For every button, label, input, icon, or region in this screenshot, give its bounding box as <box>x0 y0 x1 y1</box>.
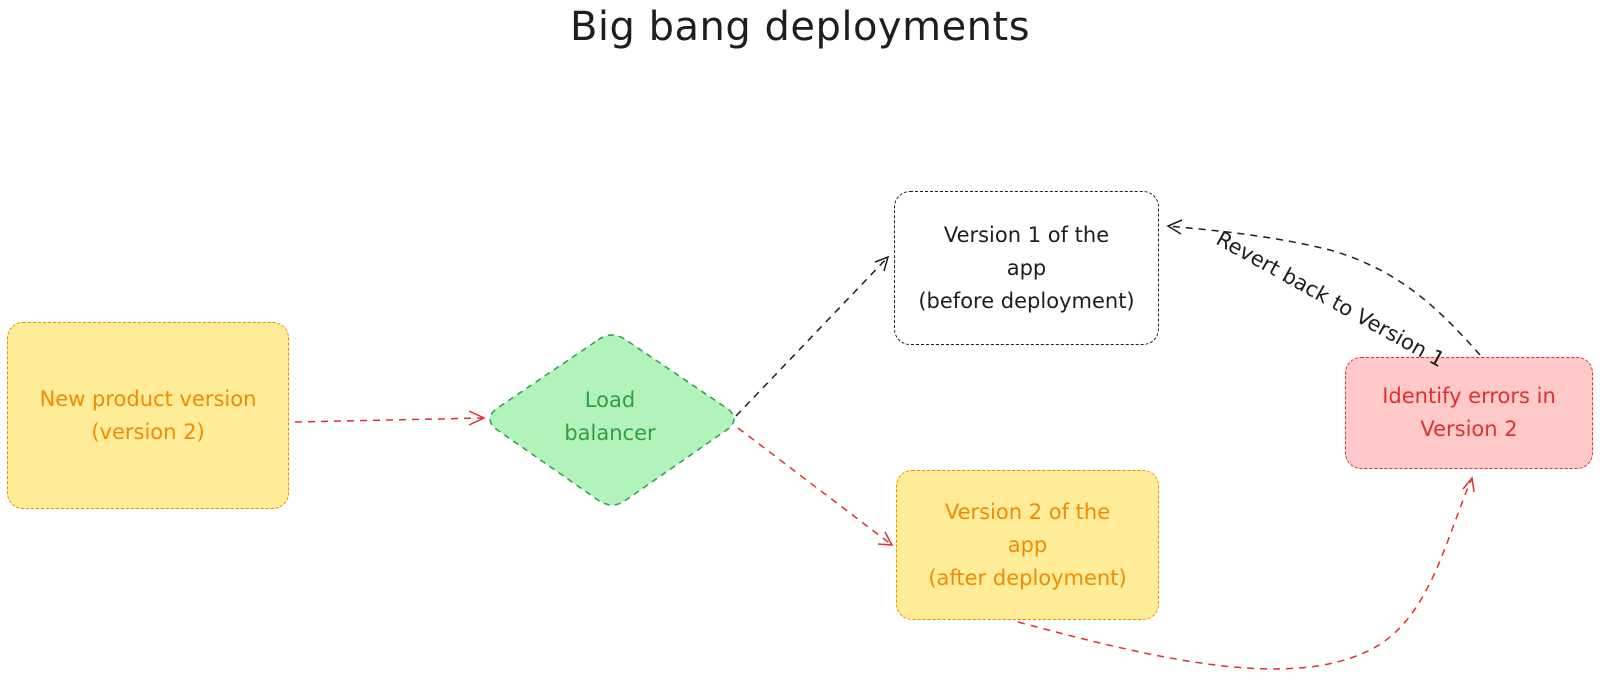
arrow-revert <box>1167 225 1481 356</box>
arrowhead-new-to-lb <box>468 410 486 426</box>
arrow-v2-to-errors <box>1017 477 1473 670</box>
diagram-title: Big bang deployments <box>569 4 1031 50</box>
arrow-lb-to-v1 <box>735 256 889 417</box>
version-2-node[interactable]: Version 2 of the app (after deployment) <box>896 470 1159 620</box>
new-product-version-node[interactable]: New product version (version 2) <box>7 322 289 509</box>
load-balancer-label: Load balancer <box>564 388 656 445</box>
arrowhead-lb-to-v1 <box>874 255 890 272</box>
identify-errors-node[interactable]: Identify errors in Version 2 <box>1345 357 1593 469</box>
arrow-lb-to-v2 <box>737 427 893 546</box>
load-balancer-diamond[interactable] <box>489 334 735 506</box>
arrowhead-lb-to-v2 <box>877 531 894 546</box>
arrowhead-revert <box>1166 219 1183 235</box>
arrowhead-v2-to-errors <box>1462 476 1475 493</box>
version-1-node[interactable]: Version 1 of the app (before deployment) <box>894 191 1159 345</box>
arrow-new-to-lb <box>294 417 485 423</box>
